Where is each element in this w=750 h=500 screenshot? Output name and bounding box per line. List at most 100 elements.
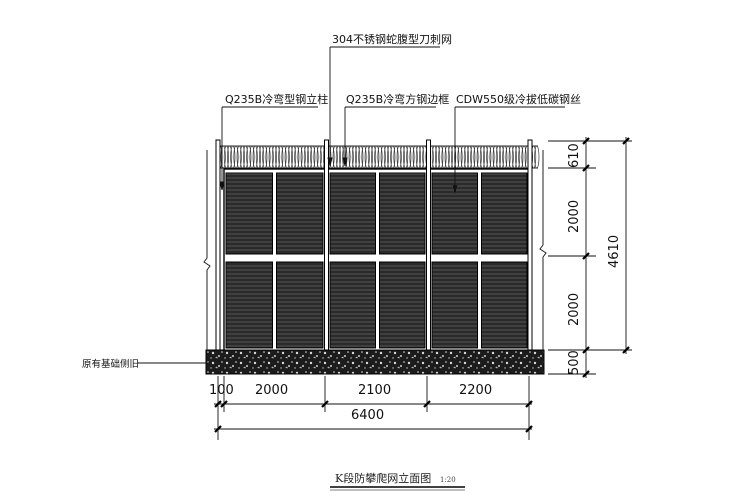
steel-post (527, 139, 533, 353)
dim-wire-height: 610 (567, 143, 582, 168)
razor-wire-loop (246, 145, 252, 169)
razor-wire-loop (521, 145, 527, 169)
razor-wire-loop (358, 145, 364, 169)
razor-wire-loop (259, 145, 265, 169)
razor-wire-loop (271, 145, 277, 169)
razor-wire-coil (217, 145, 540, 169)
razor-wire-loop (233, 145, 239, 169)
razor-wire-loop (284, 145, 290, 169)
razor-wire-loop (364, 145, 370, 169)
razor-wire-loop (262, 145, 268, 169)
razor-wire-loop (489, 145, 495, 169)
drawing-scale: 1:20 (440, 476, 456, 484)
mesh-panel (379, 172, 426, 255)
razor-wire-loop (495, 145, 501, 169)
razor-wire-loop (511, 145, 517, 169)
break-line-right (539, 150, 547, 350)
razor-wire-loop (303, 145, 309, 169)
label-razor-wire: 304不锈钢蛇腹型刀刺网 (332, 32, 452, 46)
razor-wire-loop (393, 145, 399, 169)
razor-wire-loop (307, 145, 313, 169)
razor-wire-loop (252, 145, 258, 169)
razor-wire-loop (377, 145, 383, 169)
razor-wire-loop (332, 145, 338, 169)
razor-wire-loop (457, 145, 463, 169)
razor-wire-loop (447, 145, 453, 169)
leader-frame (342, 106, 436, 167)
razor-wire-loop (399, 145, 405, 169)
razor-wire-loop (486, 145, 492, 169)
razor-wire-loop (249, 145, 255, 169)
razor-wire-loop (383, 145, 389, 169)
drawing-title: K段防攀爬网立面图 (335, 471, 431, 485)
razor-wire-loop (476, 145, 482, 169)
razor-wire-loop (371, 145, 377, 169)
razor-wire-loop (438, 145, 444, 169)
razor-wire-loop (534, 145, 540, 169)
dim-base-height: 500 (567, 350, 582, 375)
razor-wire-loop (239, 145, 245, 169)
mesh-panel (225, 261, 273, 349)
razor-wire-loop (297, 145, 303, 169)
razor-wire-loop (505, 145, 511, 169)
razor-wire-loop (441, 145, 447, 169)
mesh-panel (225, 172, 273, 255)
leader-razor-wire (327, 46, 440, 167)
razor-wire-loop (348, 145, 354, 169)
dim-upper-panel: 2000 (567, 200, 582, 233)
dim-span-3: 2200 (459, 383, 492, 398)
razor-wire-loop (502, 145, 508, 169)
razor-wire-loop (275, 145, 281, 169)
razor-wire-loop (339, 145, 345, 169)
mesh-panel (481, 261, 528, 349)
razor-wire-loop (281, 145, 287, 169)
razor-wire-loop (310, 145, 316, 169)
razor-wire-loop (367, 145, 373, 169)
razor-wire-loop (435, 145, 441, 169)
razor-wire-loop (508, 145, 514, 169)
razor-wire-loop (419, 145, 425, 169)
leader-post (219, 106, 318, 191)
razor-wire-loop (473, 145, 479, 169)
razor-wire-loop (463, 145, 469, 169)
razor-wire-loop (335, 145, 341, 169)
razor-wire-loop (227, 145, 233, 169)
razor-wire-loop (374, 145, 380, 169)
razor-wire-loop (316, 145, 322, 169)
mesh-panel (276, 172, 324, 255)
dim-total-width: 6400 (351, 408, 384, 423)
dim-total-height: 4610 (607, 235, 622, 268)
steel-post (215, 139, 221, 353)
razor-wire-loop (223, 145, 229, 169)
razor-wire-loop (236, 145, 242, 169)
razor-wire-loop (230, 145, 236, 169)
razor-wire-loop (396, 145, 402, 169)
razor-wire-loop (294, 145, 300, 169)
razor-wire-loop (390, 145, 396, 169)
razor-wire-loop (415, 145, 421, 169)
fence-panels (215, 139, 533, 353)
razor-wire-loop (300, 145, 306, 169)
razor-wire-loop (255, 145, 261, 169)
label-mesh: CDW550级冷拔低碳钢丝 (456, 92, 581, 106)
razor-wire-loop (444, 145, 450, 169)
leader-mesh (452, 106, 565, 195)
mesh-panel (481, 172, 528, 255)
razor-wire-loop (499, 145, 505, 169)
razor-wire-loop (313, 145, 319, 169)
dim-span-1: 2000 (255, 383, 288, 398)
label-foundation: 原有基础侧旧 (82, 358, 139, 370)
foundation-block (205, 349, 545, 375)
razor-wire-loop (268, 145, 274, 169)
razor-wire-loop (387, 145, 393, 169)
razor-wire-loop (479, 145, 485, 169)
razor-wire-loop (483, 145, 489, 169)
dim-lower-panel: 2000 (567, 293, 582, 326)
razor-wire-loop (515, 145, 521, 169)
razor-wire-loop (518, 145, 524, 169)
steel-post (324, 139, 329, 353)
razor-wire-loop (265, 145, 271, 169)
label-post: Q235B冷弯型钢立柱 (225, 92, 328, 106)
razor-wire-loop (403, 145, 409, 169)
